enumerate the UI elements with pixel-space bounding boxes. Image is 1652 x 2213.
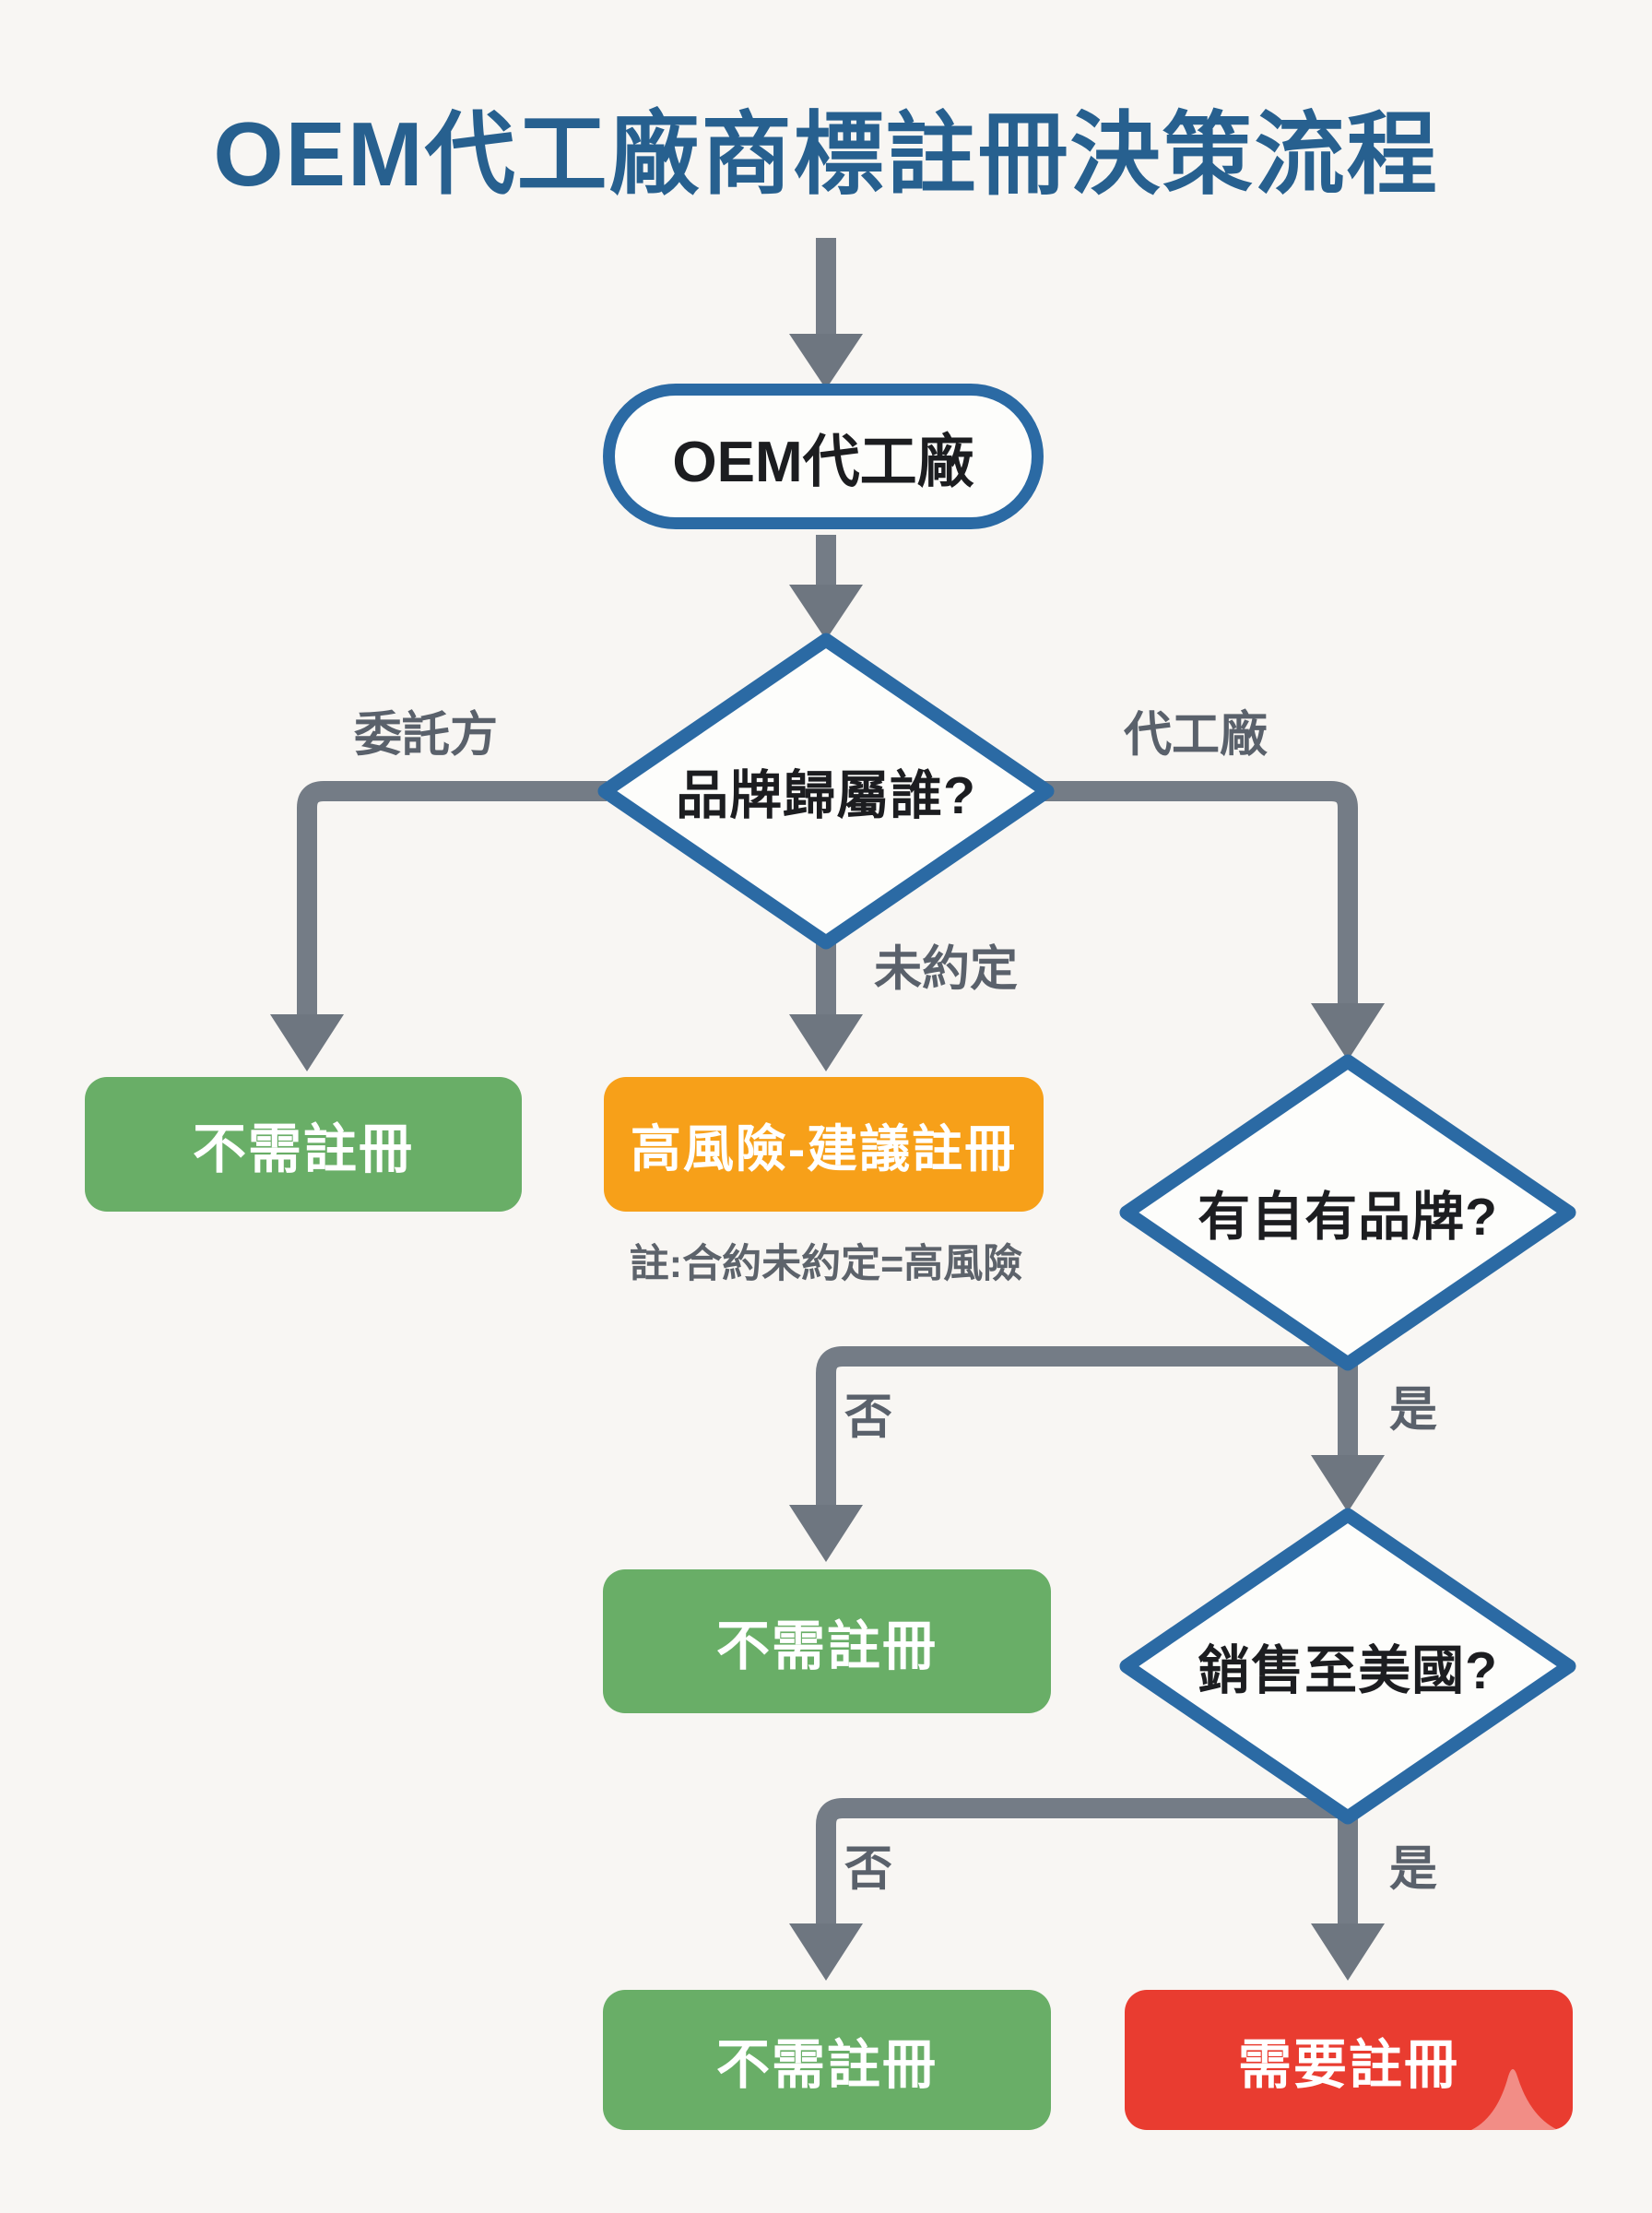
edge-label-factory: 代工廠 bbox=[1123, 708, 1268, 763]
arrowhead bbox=[789, 1505, 863, 1562]
arrowhead bbox=[789, 1923, 863, 1981]
edge-sell-us-no bbox=[816, 1798, 1348, 1927]
edge-label-own-brand-no: 否 bbox=[844, 1391, 893, 1445]
node-own-brand-decision: 有自有品牌? bbox=[1115, 1050, 1580, 1375]
arrowhead bbox=[789, 585, 863, 640]
arrowhead bbox=[1311, 1003, 1385, 1060]
node-registration-required-label: 需要註冊 bbox=[1237, 2035, 1459, 2095]
node-no-registration-1-label: 不需註冊 bbox=[192, 1119, 414, 1179]
edge-label-sell-us-no: 否 bbox=[844, 1842, 893, 1897]
node-sell-to-us-decision: 銷售至美國? bbox=[1115, 1504, 1580, 1828]
node-no-registration-2: 不需註冊 bbox=[603, 1569, 1051, 1713]
node-high-risk-register-label: 高風險-建議註冊 bbox=[630, 1120, 1018, 1178]
edge-label-own-brand-yes: 是 bbox=[1388, 1383, 1438, 1438]
edge-label-sell-us-yes: 是 bbox=[1388, 1842, 1438, 1897]
edge-own-brand-no bbox=[816, 1346, 1348, 1509]
corner-watermark-icon bbox=[1471, 2069, 1558, 2130]
node-start-label: OEM代工廠 bbox=[672, 431, 974, 494]
edge-brand-owner-client bbox=[297, 781, 607, 1018]
node-no-registration-3: 不需註冊 bbox=[603, 1990, 1051, 2130]
edge-brand-owner-factory bbox=[1042, 781, 1358, 1007]
arrowhead bbox=[789, 1014, 863, 1071]
node-no-registration-1: 不需註冊 bbox=[85, 1077, 522, 1212]
node-no-registration-3-label: 不需註冊 bbox=[715, 2035, 938, 2095]
arrowhead bbox=[270, 1014, 344, 1071]
node-no-registration-2-label: 不需註冊 bbox=[715, 1616, 938, 1676]
arrowhead bbox=[1311, 1923, 1385, 1981]
arrowhead bbox=[789, 334, 863, 389]
node-own-brand-label: 有自有品牌? bbox=[1198, 1188, 1498, 1247]
edge-label-client: 委託方 bbox=[353, 708, 499, 763]
node-high-risk-register: 高風險-建議註冊 bbox=[604, 1077, 1044, 1212]
page-title: OEM代工廠商標註冊決策流程 bbox=[213, 103, 1439, 205]
arrowhead bbox=[1311, 1455, 1385, 1512]
node-brand-owner-decision: 品牌歸屬誰? bbox=[594, 629, 1058, 953]
node-registration-required: 需要註冊 bbox=[1125, 1990, 1573, 2130]
edge-label-not-agreed: 未約定 bbox=[873, 942, 1019, 997]
high-risk-note: 註:合約未約定=高風險 bbox=[629, 1242, 1023, 1286]
node-start: OEM代工廠 bbox=[603, 384, 1044, 529]
node-brand-owner-label: 品牌歸屬誰? bbox=[676, 766, 976, 825]
node-sell-to-us-label: 銷售至美國? bbox=[1198, 1641, 1498, 1700]
diamond-shape-icon bbox=[1119, 1508, 1576, 1825]
diamond-shape-icon bbox=[1119, 1054, 1576, 1371]
diamond-shape-icon bbox=[597, 633, 1055, 950]
